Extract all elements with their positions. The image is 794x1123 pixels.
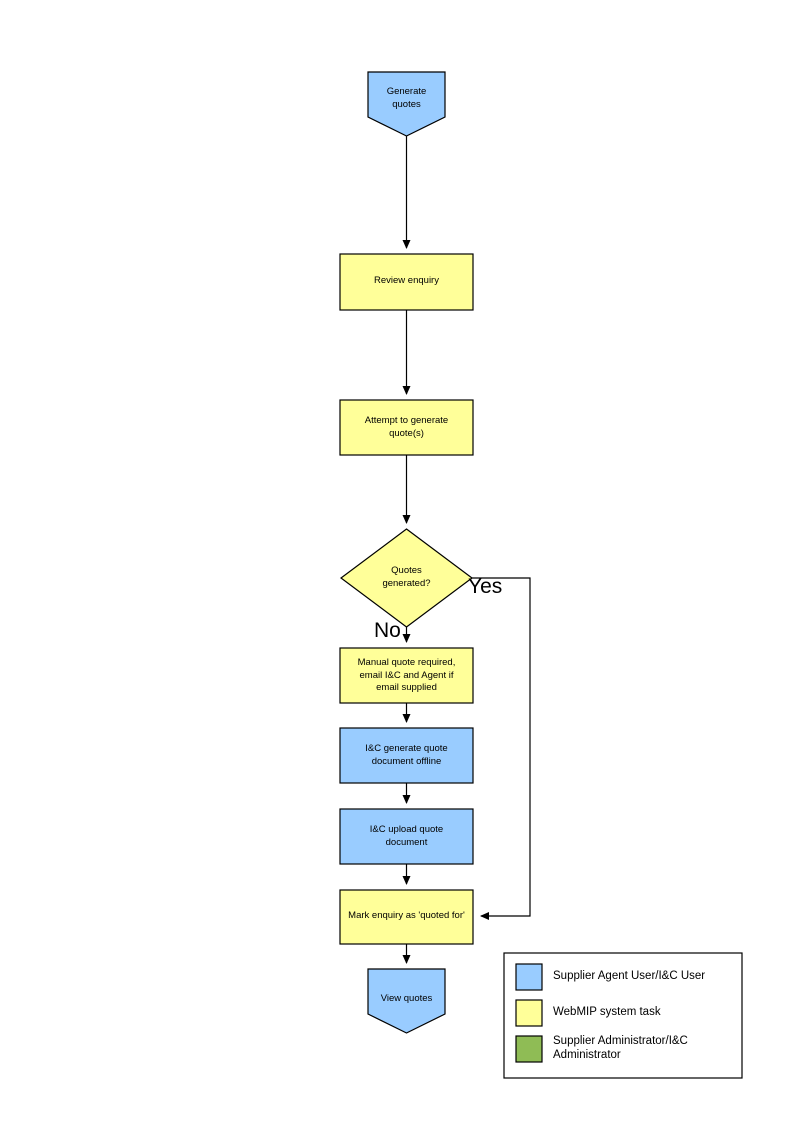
edge-decision-yes-to-mark (472, 577, 531, 920)
legend-swatch-admin-task (515, 1035, 543, 1063)
node-shape-view-quotes[interactable] (367, 968, 446, 1034)
node-shape-generate-quotes[interactable] (367, 71, 446, 137)
node-shape-mark-enquiry-quoted-for[interactable] (339, 889, 474, 945)
legend-swatch-system-task (515, 999, 543, 1027)
node-shapes (339, 71, 474, 1034)
legend-border (503, 952, 743, 1079)
edge-label-yes: Yes (468, 575, 503, 598)
legend-label-system-task: WebMIP system task (553, 1006, 661, 1018)
connectors (402, 136, 531, 964)
legend-frame (503, 952, 743, 1079)
node-shape-attempt-to-generate-quotes[interactable] (339, 399, 474, 456)
node-shape-ic-generate-quote-document-offline[interactable] (339, 727, 474, 784)
legend-swatch-user-task (515, 963, 543, 991)
node-shape-manual-quote-required[interactable] (339, 647, 474, 704)
legend-label-admin-task: Supplier Administrator/I&C Administrator (553, 1035, 688, 1061)
legend-label-user-task: Supplier Agent User/I&C User (553, 970, 706, 982)
node-shape-review-enquiry[interactable] (339, 253, 474, 311)
node-shape-quotes-generated-decision[interactable] (339, 528, 474, 628)
edge-label-no: No (374, 619, 401, 642)
node-shape-ic-upload-quote-document[interactable] (339, 808, 474, 865)
